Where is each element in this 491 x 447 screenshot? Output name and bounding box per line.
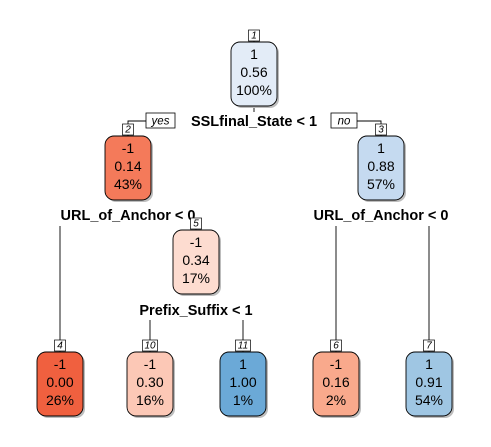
tree-node-6: 6 -1 0.16 2% xyxy=(312,339,361,418)
node-class-text: -1 xyxy=(122,140,135,156)
node-prob-text: 0.91 xyxy=(415,374,442,390)
edge-label-yes: yes xyxy=(145,112,176,129)
edge-label-yes-text: yes xyxy=(151,116,170,128)
node-prob-text: 0.34 xyxy=(182,252,209,268)
split-label-node-3: URL_of_Anchor < 0 xyxy=(314,208,449,224)
node-id-label: 5 xyxy=(193,219,199,230)
node-class-text: -1 xyxy=(190,234,203,250)
tree-nodes: 110.56100%2-10.1443%310.8857%5-10.3417%4… xyxy=(36,29,454,418)
node-pct-text: 54% xyxy=(415,392,443,408)
split-label-node-1: SSLfinal_State < 1 xyxy=(191,114,317,130)
split-label-node-2: URL_of_Anchor < 0 xyxy=(61,208,196,224)
tree-node-3: 3 1 0.88 57% xyxy=(357,123,406,202)
node-prob-text: 0.14 xyxy=(114,158,141,174)
node-class-text: 1 xyxy=(239,356,247,372)
node-id-label: 6 xyxy=(333,341,339,352)
node-class-text: -1 xyxy=(330,356,343,372)
node-prob-text: 0.16 xyxy=(322,374,349,390)
node-pct-text: 57% xyxy=(367,176,395,192)
node-prob-text: 0.00 xyxy=(46,374,73,390)
node-pct-text: 2% xyxy=(326,392,346,408)
node-id-label: 11 xyxy=(238,341,248,352)
node-class-text: -1 xyxy=(54,356,67,372)
tree-node-10: 10 -1 0.30 16% xyxy=(126,339,175,418)
node-pct-text: 1% xyxy=(233,392,253,408)
node-class-text: 1 xyxy=(377,140,385,156)
tree-node-2: 2 -1 0.14 43% xyxy=(104,123,153,202)
node-id-label: 2 xyxy=(124,125,131,136)
tree-node-7: 7 1 0.91 54% xyxy=(405,339,454,418)
node-id-label: 3 xyxy=(378,125,384,136)
node-prob-text: 1.00 xyxy=(229,374,256,390)
node-class-text: 1 xyxy=(250,46,258,62)
node-id-label: 7 xyxy=(426,341,432,352)
node-class-text: -1 xyxy=(144,356,157,372)
node-pct-text: 16% xyxy=(136,392,164,408)
split-label-node-5: Prefix_Suffix < 1 xyxy=(139,303,252,319)
node-pct-text: 100% xyxy=(236,82,272,98)
edge-label-no-text: no xyxy=(338,116,351,128)
node-prob-text: 0.88 xyxy=(367,158,394,174)
tree-node-4: 4 -1 0.00 26% xyxy=(36,339,85,418)
tree-node-5: 5 -1 0.34 17% xyxy=(172,217,221,296)
node-prob-text: 0.30 xyxy=(136,374,163,390)
tree-edges xyxy=(59,106,430,340)
tree-node-1: 1 1 0.56 100% xyxy=(230,29,279,108)
node-pct-text: 17% xyxy=(182,270,210,286)
node-id-label: 10 xyxy=(144,341,156,352)
node-pct-text: 43% xyxy=(114,176,142,192)
node-id-label: 1 xyxy=(251,31,257,42)
edge-label-no: no xyxy=(330,112,358,129)
node-id-label: 4 xyxy=(57,341,63,352)
node-class-text: 1 xyxy=(425,356,433,372)
node-prob-text: 0.56 xyxy=(240,64,267,80)
node-pct-text: 26% xyxy=(46,392,74,408)
